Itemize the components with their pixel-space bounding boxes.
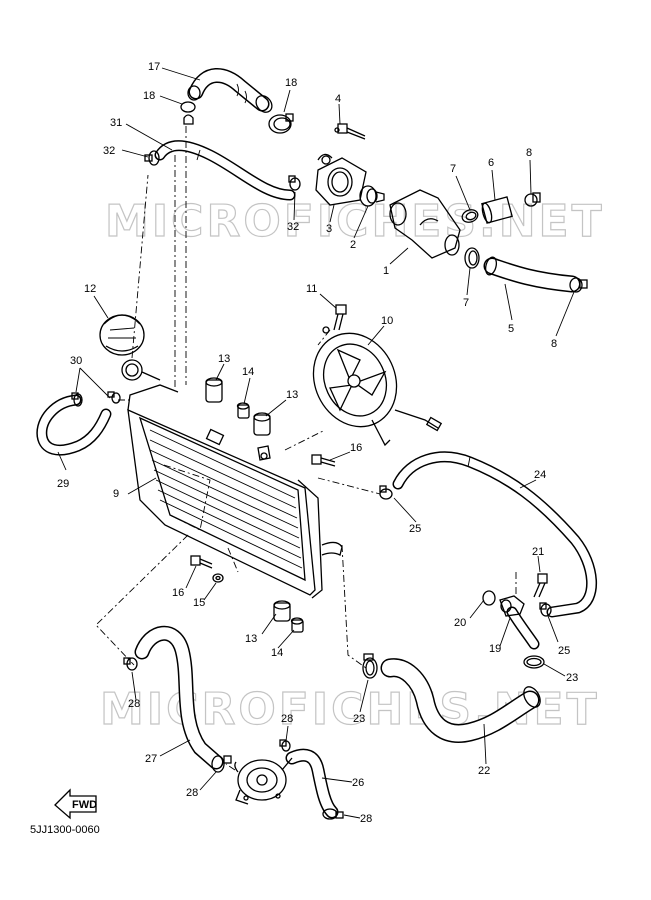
water-pump[interactable] bbox=[234, 757, 293, 805]
clamp-32-left[interactable] bbox=[144, 150, 160, 166]
callout-2: 2 bbox=[350, 239, 356, 251]
clamp-7-top[interactable] bbox=[460, 208, 479, 225]
callout-10: 10 bbox=[381, 315, 393, 327]
callout-13: 13 bbox=[286, 389, 298, 401]
callout-29: 29 bbox=[57, 478, 69, 490]
callout-14: 14 bbox=[271, 647, 283, 659]
callout-28: 28 bbox=[128, 698, 140, 710]
clamp-28-a[interactable] bbox=[123, 657, 138, 671]
callout-6: 6 bbox=[488, 157, 494, 169]
hose-17[interactable] bbox=[187, 68, 275, 115]
bolt-21[interactable] bbox=[533, 573, 548, 598]
callout-13: 13 bbox=[218, 353, 230, 365]
callout-14: 14 bbox=[242, 366, 254, 378]
hose-31[interactable] bbox=[154, 140, 296, 201]
fan-assembly-10[interactable] bbox=[298, 320, 443, 447]
callout-7: 7 bbox=[450, 163, 456, 175]
bolt-16-bottom[interactable] bbox=[190, 555, 213, 569]
callout-28: 28 bbox=[281, 713, 293, 725]
callout-28: 28 bbox=[186, 787, 198, 799]
o-ring-20[interactable] bbox=[482, 590, 496, 606]
clamp-23-left[interactable] bbox=[362, 653, 378, 679]
hose-27[interactable] bbox=[134, 625, 224, 770]
callout-4: 4 bbox=[335, 93, 341, 105]
callout-27: 27 bbox=[145, 753, 157, 765]
callout-13: 13 bbox=[245, 633, 257, 645]
callout-26: 26 bbox=[352, 777, 364, 789]
damper-13-bottom[interactable] bbox=[273, 600, 291, 622]
callout-8: 8 bbox=[551, 338, 557, 350]
damper-13-top[interactable] bbox=[205, 377, 223, 403]
callout-18: 18 bbox=[143, 90, 155, 102]
callout-15: 15 bbox=[193, 597, 205, 609]
callout-28: 28 bbox=[360, 813, 372, 825]
callout-22: 22 bbox=[478, 765, 490, 777]
diagram-code: 5JJ1300-0060 bbox=[30, 824, 100, 836]
callout-24: 24 bbox=[534, 469, 546, 481]
clamp-8-bottom[interactable] bbox=[569, 277, 588, 293]
clamp-28-b[interactable] bbox=[279, 739, 291, 752]
callout-25: 25 bbox=[409, 523, 421, 535]
callout-3: 3 bbox=[326, 223, 332, 235]
hose-5[interactable] bbox=[483, 256, 581, 293]
watermark-top: MICROFICHES.NET bbox=[105, 196, 605, 247]
callout-11: 11 bbox=[306, 283, 317, 295]
bolt-16-top[interactable] bbox=[311, 454, 336, 467]
damper-13-mid[interactable] bbox=[253, 412, 271, 436]
radiator-core-fins bbox=[149, 429, 303, 569]
callout-12: 12 bbox=[84, 283, 96, 295]
callout-17: 17 bbox=[148, 61, 160, 73]
callout-25: 25 bbox=[558, 645, 570, 657]
clamp-28-c[interactable] bbox=[211, 755, 232, 773]
fitting-19[interactable] bbox=[499, 595, 525, 617]
radiator-cap-12[interactable] bbox=[99, 314, 145, 356]
callout-32: 32 bbox=[103, 145, 115, 157]
clamp-30[interactable] bbox=[71, 391, 121, 407]
hose-6[interactable] bbox=[481, 196, 513, 224]
callout-23: 23 bbox=[353, 713, 365, 725]
callout-labels: 17 18 18 4 31 32 32 7 6 8 3 2 1 7 5 8 12… bbox=[57, 61, 578, 825]
hose-29[interactable] bbox=[36, 394, 112, 456]
callout-32: 32 bbox=[287, 221, 299, 233]
callout-1: 1 bbox=[383, 265, 389, 277]
fwd-arrow-icon: FWD bbox=[54, 788, 97, 820]
callout-23: 23 bbox=[566, 672, 578, 684]
collar-14-top[interactable] bbox=[236, 402, 250, 419]
clamp-18[interactable] bbox=[268, 113, 294, 134]
radiator-9[interactable] bbox=[121, 359, 343, 599]
clamp-18-top[interactable] bbox=[180, 101, 196, 125]
hose-22[interactable] bbox=[380, 658, 544, 743]
hose-19[interactable] bbox=[506, 606, 540, 650]
bolt-11[interactable] bbox=[322, 304, 347, 334]
callout-7: 7 bbox=[463, 297, 469, 309]
fwd-label: FWD bbox=[72, 799, 97, 811]
callout-9: 9 bbox=[113, 488, 119, 500]
callout-19: 19 bbox=[489, 643, 501, 655]
callout-20: 20 bbox=[454, 617, 466, 629]
clamp-25-bottom[interactable] bbox=[539, 602, 552, 617]
callout-8: 8 bbox=[526, 147, 532, 159]
callout-18: 18 bbox=[285, 77, 297, 89]
leader-lines bbox=[57, 67, 575, 819]
clamp-23-right[interactable] bbox=[523, 655, 545, 669]
callout-31: 31 bbox=[110, 117, 122, 129]
callout-16: 16 bbox=[172, 587, 184, 599]
clamp-32-right[interactable] bbox=[288, 175, 301, 191]
bolt-4[interactable] bbox=[334, 123, 366, 140]
hose-26[interactable] bbox=[285, 748, 339, 819]
callout-21: 21 bbox=[532, 546, 544, 558]
clamp-7-bottom[interactable] bbox=[464, 247, 480, 269]
callout-16: 16 bbox=[350, 442, 362, 454]
callout-30: 30 bbox=[70, 355, 82, 367]
clamp-25-top[interactable] bbox=[379, 485, 393, 500]
thermostat-cover-1[interactable] bbox=[389, 189, 461, 259]
washer-15[interactable] bbox=[212, 573, 224, 583]
collar-14-bottom[interactable] bbox=[290, 617, 304, 633]
hose-24[interactable] bbox=[392, 451, 597, 618]
callout-5: 5 bbox=[508, 323, 514, 335]
clamp-28-d[interactable] bbox=[322, 808, 344, 820]
